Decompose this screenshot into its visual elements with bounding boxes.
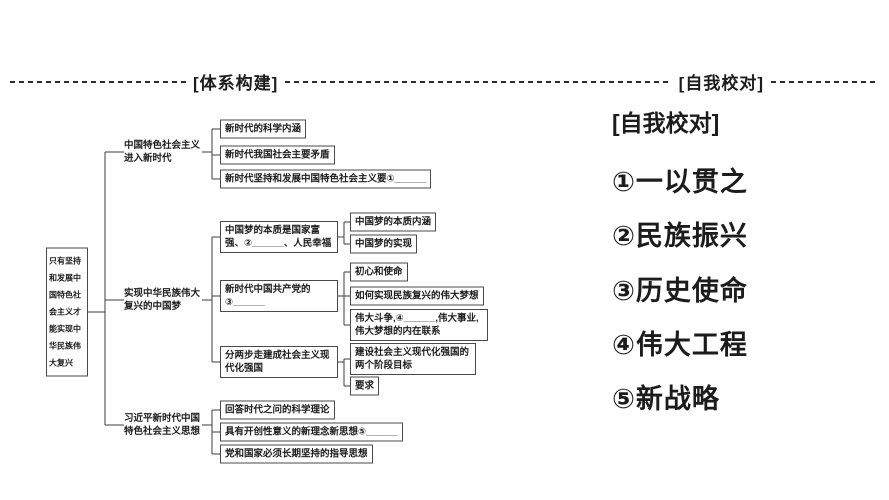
tree-node: 回答时代之问的科学理论 [220,400,335,420]
connector-branch1 [202,128,220,180]
tree-node: 新时代的科学内涵 [220,119,307,139]
connector-branch2-child2 [338,271,350,326]
self-proofread-panel: [自我校对] ①一以贯之 ②民族振兴 ③历史使命 ④伟大工程 ⑤新战略 [612,104,884,440]
answer-item: ⑤新战略 [612,384,720,415]
tree-node: 中国梦的本质内涵 [350,212,437,232]
answer-item: ①一以贯之 [612,167,748,197]
branch2-label: 实现中华民族伟大复兴的中国梦 [124,287,202,313]
dashed-divider-middle [285,80,672,83]
tree-node: 要求 [350,376,380,396]
answer-item: ④伟大工程 [612,330,748,361]
tree-node: 具有开创性意义的新理念新思想⑤______ [220,422,403,442]
answer-item: ②民族振兴 [612,221,748,252]
tree-node: 建设社会主义现代化强国的两个阶段目标 [350,343,476,375]
header-self-proofread: [自我校对] [678,74,764,93]
branch1-label: 中国特色社会主义进入新时代 [124,139,202,165]
header-system-construction: [体系构建] [193,74,279,93]
tree-node: 党和国家必须长期坚持的指导思想 [220,444,373,464]
tree-node: 伟大斗争,④______,伟大事业,伟大梦想的内在联系 [350,309,488,341]
tree-node: 新时代我国社会主要矛盾 [220,145,335,165]
tree-node: 初心和使命 [350,262,408,282]
tree-node: 新时代中国共产党的③______ [220,280,338,312]
tree-node: 新时代坚持和发展中国特色社会主义要①______ [220,169,432,189]
branch3-label: 习近平新时代中国特色社会主义思想 [124,412,202,438]
tree-root-node: 只有坚持和发展中国特色社会主义才能实现中华民族伟大复兴 [46,247,88,377]
tree-node: 分两步走建成社会主义现代化强国 [220,346,338,378]
connector-branch2 [202,236,220,363]
self-proofread-title: [自我校对] [612,110,720,136]
tree-node: 中国梦的实现 [350,234,418,254]
dashed-divider-left [10,80,186,83]
connector-branch2-child3 [338,358,350,387]
connector-branch3 [202,409,220,455]
connector-branch2-child1 [338,221,350,245]
answer-item: ③历史使命 [612,275,748,306]
section-header-row: [体系构建] [自我校对] [10,69,879,94]
tree-node: 如何实现民族复兴的伟大梦想 [350,286,484,306]
connector-root-trunk [86,151,124,426]
dashed-divider-right [771,80,879,83]
tree-node: 中国梦的本质是国家富强、②______、人民幸福 [220,221,338,253]
